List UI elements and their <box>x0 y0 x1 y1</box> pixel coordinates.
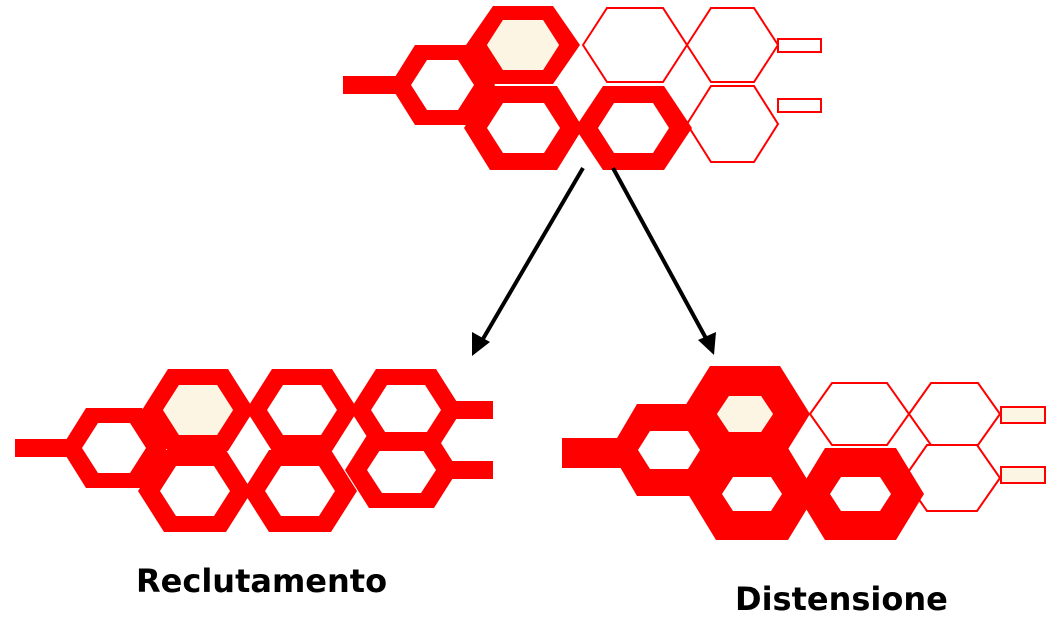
top-cell-2-lumen <box>487 20 559 70</box>
label-distensione: Distensione <box>735 580 948 618</box>
distend-outlet-bottom <box>1000 466 1046 484</box>
recruit-cell-1 <box>61 408 167 488</box>
recruit-cell-7 <box>345 432 458 508</box>
distension-network <box>562 366 1046 540</box>
label-reclutamento: Reclutamento <box>136 562 388 600</box>
recruit-cell-2-lumen <box>163 385 233 435</box>
top-cell-1 <box>390 45 495 125</box>
arrow-left-shaft <box>478 166 585 346</box>
distend-cell-2 <box>680 366 810 462</box>
recruit-inlet-vessel <box>15 439 67 457</box>
distend-outlet-top <box>1000 406 1046 424</box>
top-inlet-vessel <box>343 76 396 94</box>
distend-cell-2-lumen <box>717 396 773 432</box>
top-cell-3 <box>464 86 583 170</box>
recruitment-network <box>15 369 493 532</box>
recruit-cell-4 <box>350 369 462 451</box>
recruit-cell-2 <box>142 369 254 451</box>
arrow-left-head <box>472 332 490 356</box>
recruit-outlet-vessel-bottom <box>452 461 493 479</box>
distend-cell-4 <box>797 448 924 540</box>
recruit-cell-5 <box>138 450 252 532</box>
arrow-right-head <box>698 332 716 355</box>
top-cell-4 <box>575 86 692 170</box>
recruit-cell-3 <box>246 369 358 451</box>
top-closed-vessels <box>581 7 822 163</box>
recruit-outlet-vessel-top <box>455 401 493 419</box>
top-cell-2 <box>466 6 580 84</box>
arrows <box>472 166 716 356</box>
distend-cell-3 <box>688 448 816 540</box>
recruit-cell-6 <box>243 450 357 532</box>
arrow-right-shaft <box>611 167 710 343</box>
top-network <box>343 6 822 170</box>
